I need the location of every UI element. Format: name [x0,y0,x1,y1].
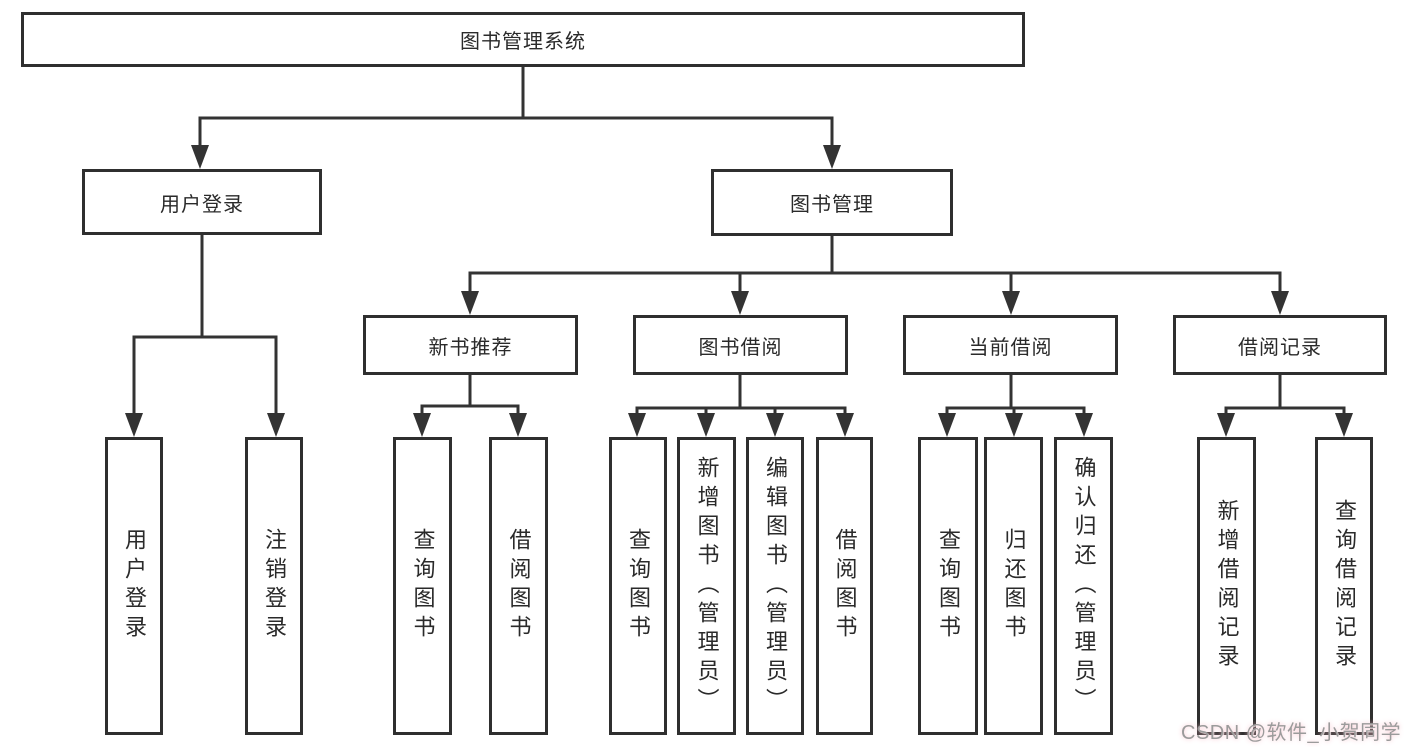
node-current-borrow: 当前借阅 [903,315,1118,375]
leaf-query-books-borrow: 查询图书 [609,437,667,735]
leaf-borrow-books-recommend: 借阅图书 [489,437,548,735]
leaf-return-books: 归还图书 [984,437,1043,735]
node-user-login-branch: 用户登录 [82,169,322,235]
leaf-borrow-books: 借阅图书 [816,437,873,735]
leaf-logout-login: 注销登录 [245,437,303,735]
leaf-edit-books-admin: 编辑图书（管理员） [746,437,804,735]
node-book-borrow: 图书借阅 [633,315,848,375]
leaf-add-borrow-record: 新增借阅记录 [1197,437,1256,735]
leaf-query-books-recommend: 查询图书 [393,437,452,735]
leaf-query-borrow-record: 查询借阅记录 [1315,437,1373,735]
watermark: CSDN @软件_小贺同学 [1181,722,1402,744]
node-root: 图书管理系统 [21,12,1025,67]
node-borrow-records: 借阅记录 [1173,315,1387,375]
leaf-query-books-current: 查询图书 [918,437,978,735]
node-new-book-recommend: 新书推荐 [363,315,578,375]
leaf-user-login: 用户登录 [105,437,163,735]
node-book-management-branch: 图书管理 [711,169,953,236]
leaf-add-books-admin: 新增图书（管理员） [677,437,736,735]
leaf-confirm-return-admin: 确认归还（管理员） [1054,437,1113,735]
